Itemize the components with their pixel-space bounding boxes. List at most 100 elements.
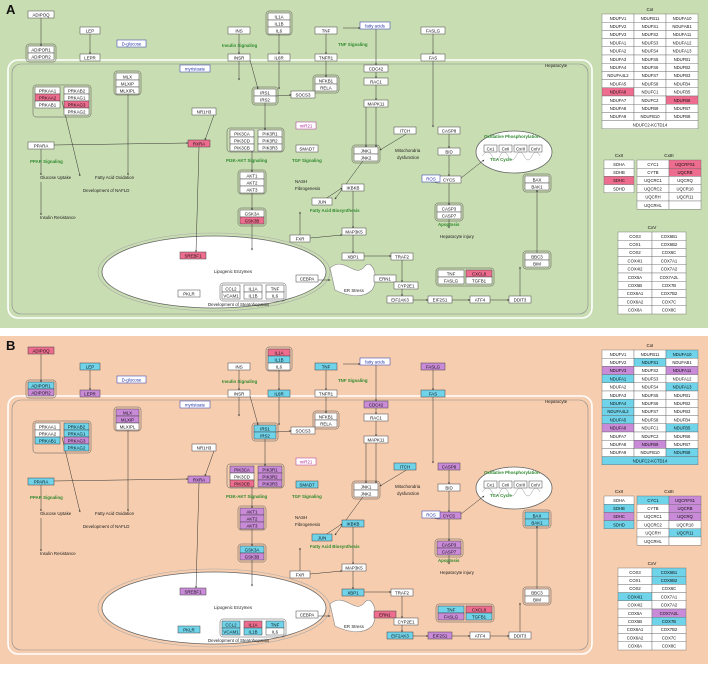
- gene-group-outline: [32, 84, 92, 118]
- pathway-arrow: [309, 234, 343, 239]
- gene-node: ATF4: [469, 295, 491, 304]
- pathway-label: Insulin Signaling: [222, 379, 257, 384]
- gene-node-box: [177, 625, 201, 634]
- gene-node-label: VCAM1: [223, 293, 239, 298]
- gene-node-box: [421, 510, 441, 519]
- gene-node: CCL2: [221, 284, 241, 293]
- gene-node: RAC1: [363, 413, 389, 422]
- complex-table-cell: [601, 120, 699, 129]
- pathway-label: Hepatocyte: [545, 399, 568, 404]
- gene-node: CEBPA: [295, 610, 319, 619]
- complex-table-cell-text: COX6B2: [661, 242, 678, 247]
- gene-node-label: BAX: [533, 513, 542, 518]
- gene-node-label: CxIII: [516, 146, 525, 151]
- gene-node: FASLG: [420, 362, 446, 371]
- gene-node-label: DDIT3: [514, 633, 527, 638]
- gene-node-label: ROS: [426, 176, 436, 181]
- gene-node: ROS: [421, 510, 441, 519]
- nucleus-envelope: [97, 232, 331, 312]
- complex-table-cell-text: NDUFA4: [610, 401, 627, 406]
- gene-node-box: [513, 144, 528, 153]
- gene-node: myristoate: [179, 64, 211, 73]
- gene-node-box: [390, 588, 414, 597]
- gene-node: GSK3B: [239, 552, 265, 561]
- complex-table-cell: [651, 305, 687, 315]
- complex-table-cell-text: UQCR11: [677, 531, 694, 536]
- gene-node: ROS: [421, 174, 441, 183]
- gene-node: JUN: [311, 197, 333, 206]
- complex-table-cell-text: NDUFA7: [610, 434, 627, 439]
- complex-table-cell: [668, 536, 702, 546]
- gene-node-label: PIK3CA: [234, 467, 250, 472]
- gene-node-box: [386, 631, 414, 640]
- complex-table-cell-text: SDHB: [613, 170, 625, 175]
- gene-node-label: BAX: [533, 177, 542, 182]
- gene-node-label: PPARA: [34, 479, 49, 484]
- gene-node-box: [363, 64, 389, 73]
- complex-table-cell-text: UQCRC2: [644, 186, 662, 191]
- gene-node-box: [528, 144, 543, 153]
- gene-node-box: [311, 533, 333, 542]
- gene-node: IL1A: [243, 620, 263, 629]
- gene-node: CEBPA: [295, 274, 319, 283]
- gene-node-label: IL1B: [274, 21, 283, 26]
- gene-node-box: [469, 631, 491, 640]
- complex-table-cell-text: NDUFS6: [642, 65, 659, 70]
- gene-node: BAK1: [524, 182, 550, 191]
- gene-node-box: [116, 375, 147, 384]
- complex-table-title: CxIII: [664, 153, 673, 158]
- gene-node: BID: [437, 147, 461, 156]
- complex-table-cell-text: NDUFA6: [610, 426, 627, 431]
- gene-node-label: LEP: [86, 28, 94, 33]
- mitochondrion-cristae: [481, 151, 541, 161]
- gene-node-label: BBC3: [531, 254, 543, 259]
- gene-node-label: IL1A: [274, 14, 283, 19]
- gene-node: IRS2: [253, 431, 277, 440]
- gene-node-label: RELA: [320, 85, 332, 90]
- gene-node: CASP7: [436, 547, 462, 556]
- complex-table-cell-text: NDUFB9: [642, 106, 659, 111]
- gene-node: IL6: [267, 26, 291, 35]
- gene-node-label: BID: [445, 149, 452, 154]
- gene-node-box: [498, 144, 513, 153]
- gene-node-box: [187, 475, 211, 484]
- gene-node: IL6: [265, 627, 285, 636]
- gene-node: SOCS3: [290, 426, 316, 435]
- gene-node: TNF: [314, 362, 338, 371]
- gene-node: SMAD7: [295, 480, 319, 489]
- pathway-label: PI3K-AKT Signaling: [226, 494, 268, 499]
- gene-node: INS: [227, 362, 251, 371]
- gene-node-box: [295, 121, 317, 130]
- gene-node: LEP: [79, 362, 101, 371]
- complex-table-cell-text: COX7B: [662, 619, 676, 624]
- gene-node: PIK3R2: [257, 472, 283, 481]
- gene-node-box: [295, 274, 319, 283]
- pathway-arrow: [53, 478, 189, 482]
- gene-node-box: [27, 388, 55, 397]
- gene-node-label: CXCL8: [472, 271, 487, 276]
- gene-node-label: BBC3: [531, 590, 543, 595]
- gene-node-label: AKT1: [247, 173, 259, 178]
- gene-node-box: [295, 610, 319, 619]
- gene-node-label: TGFB1: [472, 614, 487, 619]
- gene-node: PRKAB1: [34, 436, 61, 445]
- complex-table-cell-text: NDUFA1: [610, 376, 627, 381]
- gene-node-box: [393, 617, 419, 626]
- gene-node-label: PRKAG1: [68, 95, 86, 100]
- gene-node-label: CxII: [502, 482, 510, 487]
- pathway-label: Fibrogenesis: [295, 522, 321, 527]
- complex-table-cell: [603, 184, 635, 194]
- gene-node: ADIPOR2: [27, 52, 55, 61]
- gene-node: TNFR1: [314, 53, 338, 62]
- gene-node-label: SMAD7: [299, 146, 315, 151]
- gene-node: BAX: [524, 511, 550, 520]
- pathway-label: Glucose Uptake: [40, 511, 72, 516]
- gene-node-label: myristoate: [185, 402, 206, 407]
- gene-node-label: IL1B: [274, 357, 283, 362]
- complex-table-cell-text: NDUFS3: [642, 40, 659, 45]
- complex-table-cell-text: UQCR10: [677, 186, 695, 191]
- gene-node-box: [483, 480, 498, 489]
- gene-node: TNF: [265, 284, 285, 293]
- complex-table-cell-text: SDHA: [613, 162, 625, 167]
- complex-table-cell-text: NDUFS4: [642, 385, 659, 390]
